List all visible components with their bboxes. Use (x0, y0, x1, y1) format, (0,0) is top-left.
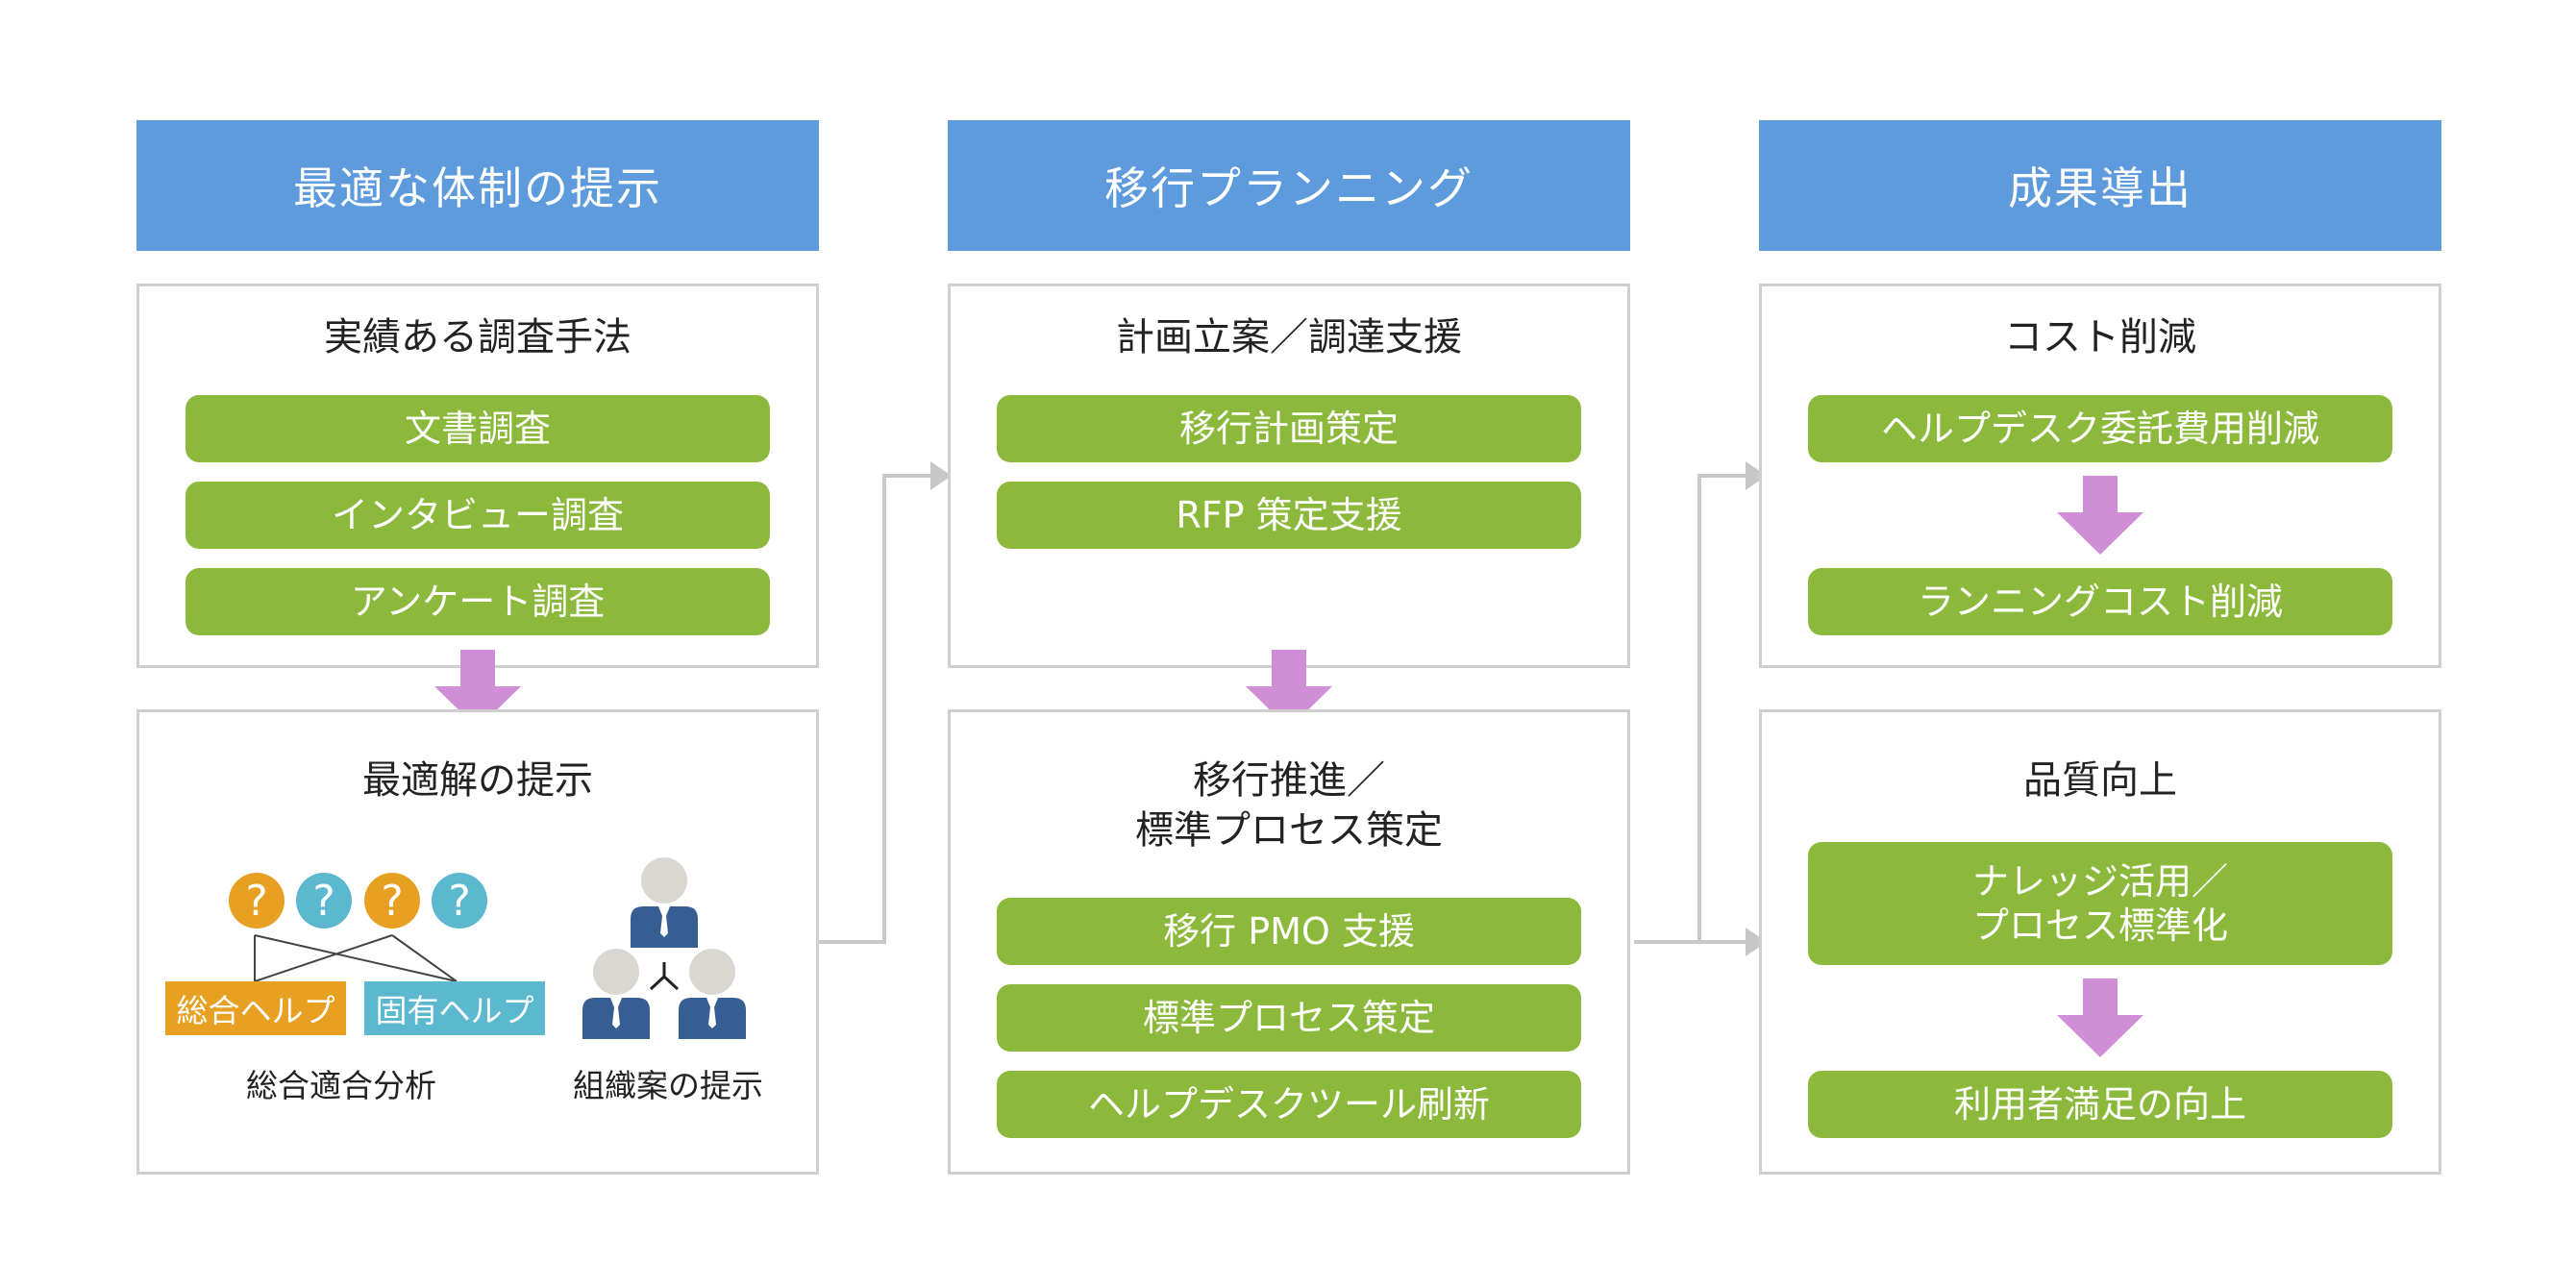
down-arrow (2057, 978, 2143, 1057)
panel-quality-improvement: 品質向上 ナレッジ活用／ プロセス標準化 利用者満足の向上 (1759, 709, 2441, 1175)
connector-arrowhead-col3-lower (1746, 928, 1767, 956)
item-standard-process: 標準プロセス策定 (997, 984, 1581, 1052)
item-line: ナレッジ活用／ (1971, 860, 2228, 903)
item-migration-plan: 移行計画策定 (997, 395, 1581, 462)
question-icon: ? (229, 873, 285, 929)
caption-fit-analysis: 総合適合分析 (246, 1067, 436, 1104)
item-running-cost: ランニングコスト削減 (1808, 568, 2392, 635)
panel-title: コスト削減 (2004, 315, 2196, 359)
column-header-1: 最適な体制の提示 (136, 120, 819, 251)
caption-organization-proposal: 組織案の提示 (573, 1067, 763, 1104)
question-icon: ? (296, 873, 352, 929)
item-knowledge-process: ナレッジ活用／ プロセス標準化 (1808, 842, 2392, 965)
connector-arrowhead-col2 (930, 461, 952, 490)
connector-col1-col2 (819, 474, 932, 944)
item-user-satisfaction: 利用者満足の向上 (1808, 1071, 2392, 1138)
panel-title: 実績ある調査手法 (324, 315, 632, 359)
connector-branch (1697, 474, 1749, 942)
down-arrow-col1 (434, 650, 521, 729)
panel-cost-reduction: コスト削減 ヘルプデスク委託費用削減 ランニングコスト削減 (1759, 284, 2441, 668)
panel-title: 計画立案／調達支援 (1116, 315, 1462, 359)
method-questionnaire-survey: アンケート調査 (186, 568, 770, 635)
column-header-2: 移行プランニング (948, 120, 1630, 251)
down-arrow-col2 (1246, 650, 1332, 729)
column-header-3: 成果導出 (1759, 120, 2441, 251)
panel-title: 標準プロセス策定 (1135, 808, 1443, 853)
question-icon: ? (432, 873, 487, 929)
organization-people-icon (582, 857, 746, 1039)
tag-general-help: 総合ヘルプ (165, 981, 346, 1035)
method-document-survey: 文書調査 (186, 395, 770, 462)
panel-title: 品質向上 (2023, 758, 2177, 803)
panel-planning-procurement: 計画立案／調達支援 移行計画策定 RFP 策定支援 (948, 284, 1630, 668)
item-helpdesk-cost: ヘルプデスク委託費用削減 (1808, 395, 2392, 462)
panel-optimal-solution: 最適解の提示 ? ? ? ? 総合ヘルプ 固有ヘルプ 総合適合分析 組織案の提 (136, 709, 819, 1175)
question-icon: ? (364, 873, 420, 929)
down-arrow (2057, 476, 2143, 555)
tag-specific-help: 固有ヘルプ (364, 981, 545, 1035)
panel-migration-promotion: 移行推進／ 標準プロセス策定 移行 PMO 支援 標準プロセス策定 ヘルプデスク… (948, 709, 1630, 1175)
item-line: プロセス標準化 (1971, 904, 2228, 947)
method-interview-survey: インタビュー調査 (186, 482, 770, 549)
item-rfp-support: RFP 策定支援 (997, 482, 1581, 549)
fit-analysis-lines (254, 934, 458, 982)
panel-title: 移行推進／ (1193, 758, 1385, 803)
panel-title: 最適解の提示 (362, 758, 593, 803)
connector-arrowhead-col3-upper (1746, 461, 1767, 490)
item-helpdesk-tool: ヘルプデスクツール刷新 (997, 1071, 1581, 1138)
panel-survey-methods: 実績ある調査手法 文書調査 インタビュー調査 アンケート調査 (136, 284, 819, 668)
item-migration-pmo: 移行 PMO 支援 (997, 898, 1581, 965)
